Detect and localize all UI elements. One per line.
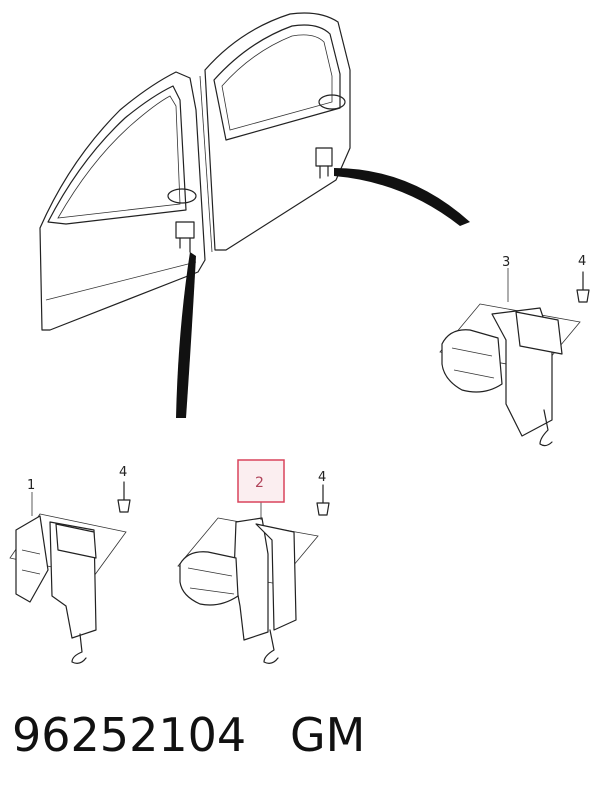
- callout-label-2: 2: [255, 475, 264, 491]
- highlight-box-part-2: [237, 459, 285, 503]
- callout-label-1: 1: [27, 478, 35, 493]
- bolt-4-middle: [316, 484, 330, 516]
- latch-assembly-1: [9, 513, 127, 664]
- part-number: 96252104: [12, 708, 247, 762]
- part-number-caption: 96252104 GM: [12, 708, 592, 778]
- leader-front-door: [176, 252, 196, 418]
- callout-label-4-middle: 4: [318, 470, 326, 485]
- bolt-4-left: [117, 481, 131, 513]
- parts-diagram: 3 4 1 4 2 4: [9, 12, 590, 664]
- callout-label-4-left: 4: [119, 465, 127, 480]
- latch-assembly-3: [439, 303, 581, 447]
- brand-name: GM: [290, 708, 366, 762]
- bolt-4-right: [576, 271, 590, 303]
- callout-label-3: 3: [502, 255, 510, 270]
- latch-assembly-2: [177, 517, 319, 664]
- callout-label-4-right: 4: [578, 254, 586, 269]
- car-doors-illustration: [39, 12, 351, 331]
- leader-rear-door: [334, 168, 470, 226]
